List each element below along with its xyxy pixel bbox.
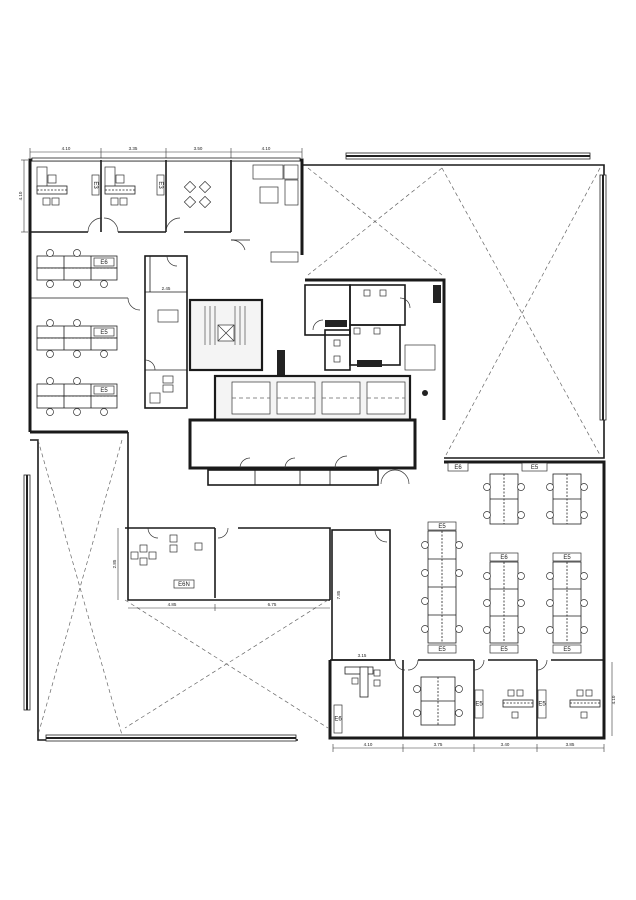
room-tag-east-top-right: E5 [521, 462, 548, 472]
dim-bottom-4: 3.85 [566, 742, 575, 747]
desk-pod-col-2: E6 E5 [483, 552, 525, 654]
open-area-north-east [302, 152, 607, 459]
svg-text:E6: E6 [454, 465, 462, 471]
svg-text:E5: E5 [563, 647, 571, 653]
corridor-vertical: 3.15 7.85 [331, 529, 391, 661]
stair [188, 298, 264, 372]
meeting-room-e6n: E6N [130, 534, 203, 589]
svg-text:E6N: E6N [178, 582, 190, 588]
room-tag-east-col1-bottom: E5 [427, 644, 457, 654]
svg-text:E6: E6 [500, 555, 508, 561]
office-se-3: E5 [474, 689, 534, 719]
svg-text:E5: E5 [438, 647, 446, 653]
room-tag-east-col2-bottom: E5 [489, 644, 519, 654]
svg-text:E5: E5 [475, 702, 483, 708]
desk-pod-top-2 [546, 473, 588, 525]
room-tag-east-top-left: E6 [447, 462, 469, 472]
dim-top-4: 4.10 [262, 146, 271, 151]
svg-text:E3: E3 [157, 181, 163, 189]
desk-pod-col-1: E5 E5 [421, 521, 463, 654]
dim-top-3: 3.50 [194, 146, 203, 151]
dim-storage: 2.45 [162, 286, 171, 291]
storage-rooms: 2.45 [144, 255, 188, 409]
desk-cluster-west-1: E6 [36, 249, 118, 288]
room-tag-west-row-2: E5 [93, 327, 115, 337]
south-east-offices: E6 E5 E5 [330, 659, 616, 752]
svg-text:E6: E6 [100, 260, 108, 266]
dim-meeting-height: 2.85 [112, 559, 117, 568]
svg-text:E5: E5 [538, 702, 546, 708]
reception-nw [252, 164, 299, 263]
desk-cluster-west-2: E5 [36, 319, 118, 358]
office-se-1: E6 [333, 666, 381, 734]
room-tag-east-col1-top: E5 [427, 521, 457, 531]
dim-corridor-width: 3.15 [358, 653, 367, 658]
lounge-nw [183, 180, 212, 209]
dim-corridor-vertical: 7.85 [336, 590, 341, 599]
lift-2 [276, 381, 316, 415]
desk-pod-col-3: E5 E5 [546, 552, 588, 654]
dim-meeting-2: 6.75 [268, 602, 277, 607]
lift-1 [231, 381, 271, 415]
lift-bank [213, 374, 412, 422]
east-open-plan: E6 E5 E5 [328, 460, 606, 740]
room-tag-se-office-3: E5 [474, 689, 484, 719]
room-tag-west-row-3: E5 [93, 385, 115, 395]
dim-top-1: 4.10 [62, 146, 71, 151]
building-core [188, 278, 446, 486]
room-tag-nw-office-2: E3 [156, 174, 165, 196]
room-tag-east-col2-top: E6 [489, 552, 519, 562]
office-se-2 [413, 676, 463, 726]
svg-text:E5: E5 [100, 330, 108, 336]
room-tag-east-col3-top: E5 [552, 552, 582, 562]
dim-bottom-2: 3.75 [434, 742, 443, 747]
desk-pod-top-1 [483, 473, 525, 525]
lift-lobby-corridor [188, 418, 417, 486]
washrooms [277, 278, 446, 420]
dim-bottom-3: 3.40 [501, 742, 510, 747]
desk-cluster-west-3: E5 [36, 377, 118, 416]
office-nw-1: E3 [36, 166, 100, 206]
meeting-strip: E6N 4.85 6.75 2.85 [112, 527, 331, 611]
lift-4 [366, 381, 406, 415]
dim-bottom-1: 4.10 [364, 742, 373, 747]
svg-text:E5: E5 [563, 555, 571, 561]
north-west-wing: E3 E3 [28, 157, 304, 434]
dimension-left-top: 4.10 [18, 159, 28, 233]
office-nw-2: E3 [104, 166, 165, 206]
room-tag-se-office-4: E5 [537, 689, 547, 719]
dim-meeting-1: 4.85 [168, 602, 177, 607]
svg-text:E5: E5 [438, 524, 446, 530]
dim-right-bottom: 4.10 [611, 695, 616, 704]
room-tag-se-office-1: E6 [333, 704, 343, 734]
room-tag-meeting: E6N [173, 579, 195, 589]
office-se-4: E5 [537, 689, 601, 719]
dimension-top: 4.10 3.35 3.50 4.10 [29, 146, 303, 158]
open-area-south-west [23, 432, 330, 742]
room-tag-east-col3-bottom: E5 [552, 644, 582, 654]
svg-text:E6: E6 [334, 717, 342, 723]
svg-text:E5: E5 [500, 647, 508, 653]
lift-3 [321, 381, 361, 415]
dim-top-2: 3.35 [129, 146, 138, 151]
svg-text:E3: E3 [92, 181, 98, 189]
room-tag-west-row-1: E6 [93, 257, 115, 267]
svg-text:E5: E5 [100, 388, 108, 394]
svg-text:E5: E5 [531, 465, 539, 471]
dim-left-top: 4.10 [18, 191, 23, 200]
room-tag-nw-office-1: E3 [91, 174, 100, 196]
